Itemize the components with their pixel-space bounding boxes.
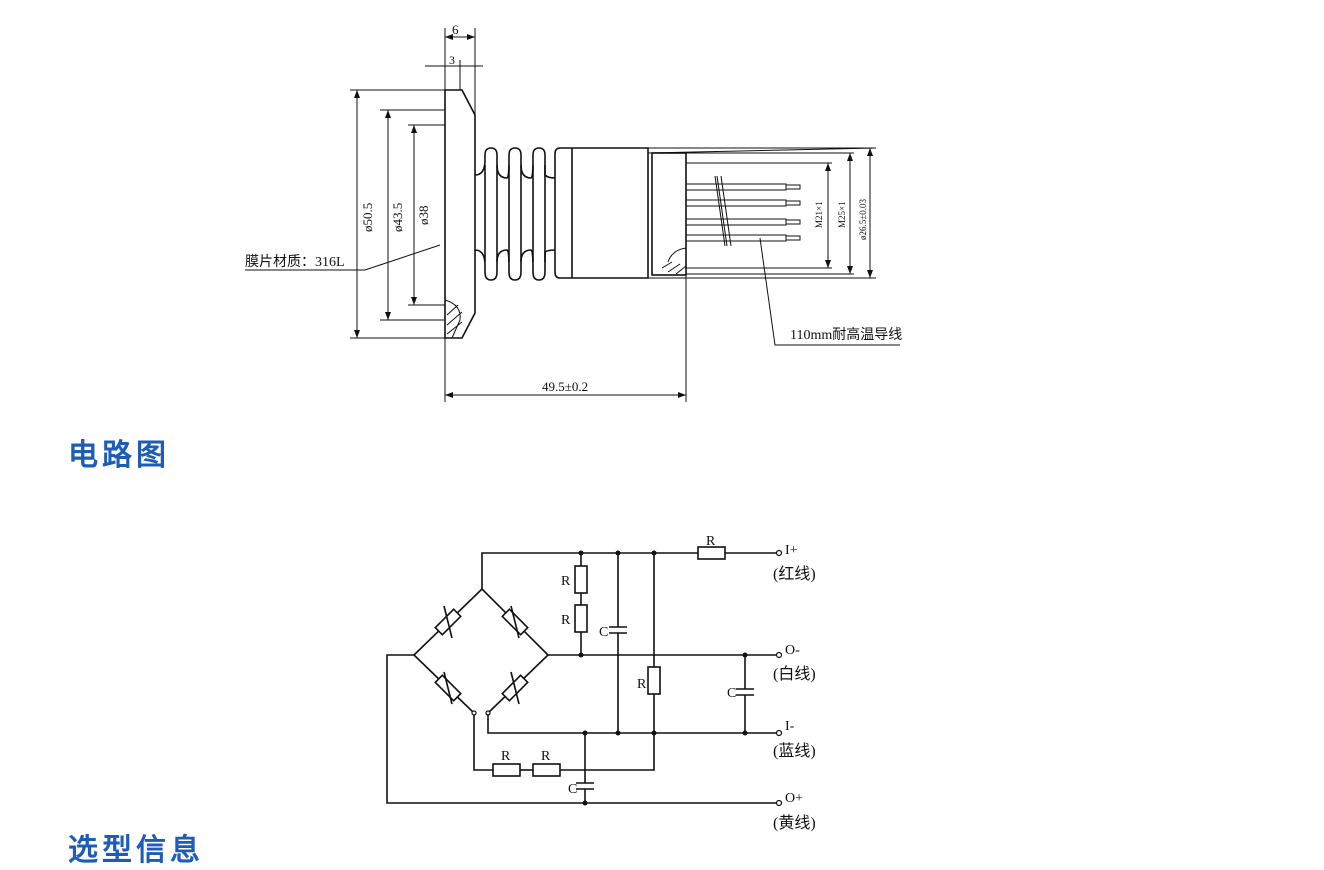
dim-6: 6 xyxy=(452,22,459,37)
terminal-o-plus: O+ xyxy=(785,791,803,806)
resistors xyxy=(492,546,726,777)
resistor-label: R xyxy=(541,749,551,764)
resistor-label: R xyxy=(501,749,511,764)
resistor-label: R xyxy=(561,613,571,628)
capacitor-label: C xyxy=(568,782,577,797)
terminal-o-minus: O- xyxy=(785,643,800,658)
thread-m21: M21×1 xyxy=(814,201,824,228)
wire-label: 110mm耐高温导线 xyxy=(790,326,902,343)
terminal-o-minus-color: (白线) xyxy=(773,665,816,683)
bellows xyxy=(474,147,556,281)
terminal-i-plus-color: (红线) xyxy=(773,565,816,583)
circuit-section-title: 电路图 xyxy=(68,438,170,473)
dim-3: 3 xyxy=(449,53,455,67)
resistor-label: R xyxy=(561,574,571,589)
resistor-label: R xyxy=(637,677,647,692)
wire-outlet xyxy=(651,152,687,276)
resistor-label: R xyxy=(706,534,716,549)
weld-hatch xyxy=(444,299,463,339)
circuit-diagram: R R R R R R C C C I+ (红线) O- (白线) I- (蓝线… xyxy=(386,534,816,832)
dia-body: ø26.5±0.03 xyxy=(858,199,868,240)
dia-outer: ø50.5 xyxy=(360,203,375,232)
flange xyxy=(444,89,476,339)
terminal-circles xyxy=(471,549,783,807)
dia-inner: ø38 xyxy=(416,206,431,226)
dimensions xyxy=(245,28,900,402)
membrane-material-label: 膜片材质：316L xyxy=(245,254,345,270)
sensor-body xyxy=(554,147,649,279)
terminal-i-minus: I- xyxy=(785,719,795,734)
terminal-o-plus-color: (黄线) xyxy=(773,814,816,832)
junction-dots xyxy=(578,550,748,806)
dia-mid: ø43.5 xyxy=(390,203,405,232)
selection-section-title: 选型信息 xyxy=(68,833,204,868)
capacitor-label: C xyxy=(599,625,608,640)
capacitor-label: C xyxy=(727,686,736,701)
length-dimension: 49.5±0.2 xyxy=(542,379,588,394)
lead-wires xyxy=(685,175,801,247)
strain-gauges xyxy=(434,605,529,705)
terminal-i-minus-color: (蓝线) xyxy=(773,742,816,760)
sensor-outline-drawing: 6 3 ø50.5 ø43.5 ø38 膜片材质：316L M21×1 M25×… xyxy=(245,22,902,402)
thread-m25: M25×1 xyxy=(837,201,847,228)
terminal-i-plus: I+ xyxy=(785,543,798,558)
